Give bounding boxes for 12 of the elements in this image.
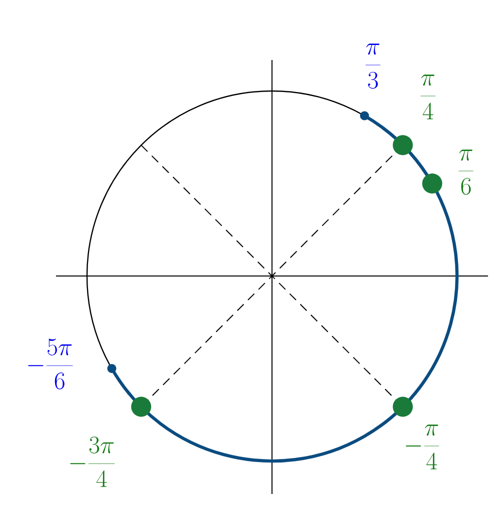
point (360, 111, 369, 120)
point (392, 135, 413, 156)
point (392, 396, 413, 417)
angle-label: $-\frac{5\pi}{6}$ (28, 338, 73, 390)
angle-label: $-\frac{3\pi}{4}$ (70, 436, 115, 487)
angle-label: $-\frac{\pi}{4}$ (406, 424, 440, 470)
point (131, 396, 152, 417)
point (107, 364, 116, 373)
angle-label: $\frac{\pi}{4}$ (420, 74, 436, 120)
angle-label: $\frac{\pi}{6}$ (458, 150, 474, 195)
angle-label: $\frac{\pi}{3}$ (366, 44, 380, 89)
point (422, 174, 442, 194)
